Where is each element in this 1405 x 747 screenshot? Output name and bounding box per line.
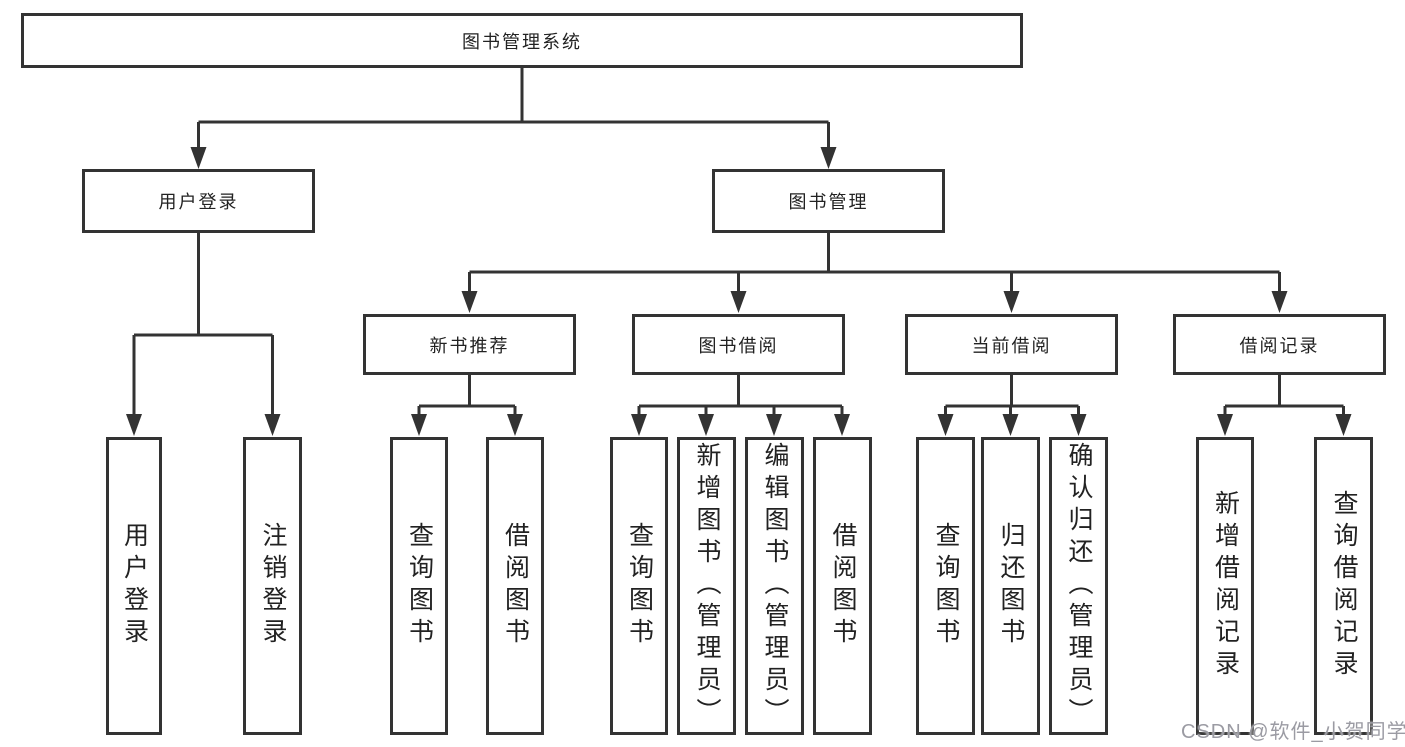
arrowheads: [126, 147, 1352, 436]
node-current-query-books-label: 查询图书: [932, 522, 960, 650]
node-records-query-record-label: 查询借阅记录: [1330, 490, 1358, 682]
node-borrow-borrow-books: 借阅图书: [813, 437, 872, 735]
node-borrow-add-books-admin-label: 新增图书（管理员）: [693, 442, 721, 730]
node-book-management-label: 图书管理: [788, 192, 869, 212]
node-current-borrowing-label: 当前借阅: [971, 335, 1052, 356]
node-recommend-borrow-books-label: 借阅图书: [501, 522, 530, 650]
node-new-book-recommend-label: 新书推荐: [429, 335, 510, 356]
node-borrow-edit-books-admin-label: 编辑图书（管理员）: [761, 442, 789, 730]
node-current-query-books: 查询图书: [916, 437, 975, 735]
node-current-return-books: 归还图书: [981, 437, 1040, 735]
node-new-book-recommend: 新书推荐: [363, 314, 576, 375]
node-borrowing-records-label: 借阅记录: [1239, 335, 1320, 356]
node-user-login-label: 用户登录: [158, 192, 239, 212]
node-login-leaf: 用户登录: [106, 437, 162, 735]
node-user-login: 用户登录: [82, 169, 315, 233]
node-login-leaf-label: 用户登录: [120, 522, 149, 650]
node-book-borrowing-label: 图书借阅: [698, 335, 779, 356]
node-recommend-query-books-label: 查询图书: [405, 522, 434, 650]
node-records-add-record: 新增借阅记录: [1196, 437, 1254, 735]
node-borrowing-records: 借阅记录: [1173, 314, 1386, 375]
node-book-borrowing: 图书借阅: [632, 314, 845, 375]
node-current-borrowing: 当前借阅: [905, 314, 1118, 375]
node-recommend-borrow-books: 借阅图书: [486, 437, 544, 735]
node-records-add-record-label: 新增借阅记录: [1211, 490, 1240, 682]
node-borrow-query-books: 查询图书: [610, 437, 668, 735]
node-current-confirm-return-admin-label: 确认归还（管理员）: [1065, 442, 1093, 730]
node-borrow-query-books-label: 查询图书: [625, 522, 654, 650]
node-borrow-edit-books-admin: 编辑图书（管理员）: [745, 437, 804, 735]
node-current-return-books-label: 归还图书: [997, 522, 1025, 650]
node-logout-leaf-label: 注销登录: [259, 522, 287, 650]
node-logout-leaf: 注销登录: [243, 437, 302, 735]
node-recommend-query-books: 查询图书: [390, 437, 448, 735]
node-borrow-borrow-books-label: 借阅图书: [829, 522, 857, 650]
csdn-watermark: CSDN @软件_小贺同学: [1181, 721, 1405, 743]
node-borrow-add-books-admin: 新增图书（管理员）: [677, 437, 736, 735]
node-book-management: 图书管理: [712, 169, 945, 233]
node-library-system-label: 图书管理系统: [462, 31, 582, 52]
node-current-confirm-return-admin: 确认归还（管理员）: [1049, 437, 1108, 735]
node-records-query-record: 查询借阅记录: [1314, 437, 1373, 735]
node-library-system: 图书管理系统: [21, 13, 1023, 68]
